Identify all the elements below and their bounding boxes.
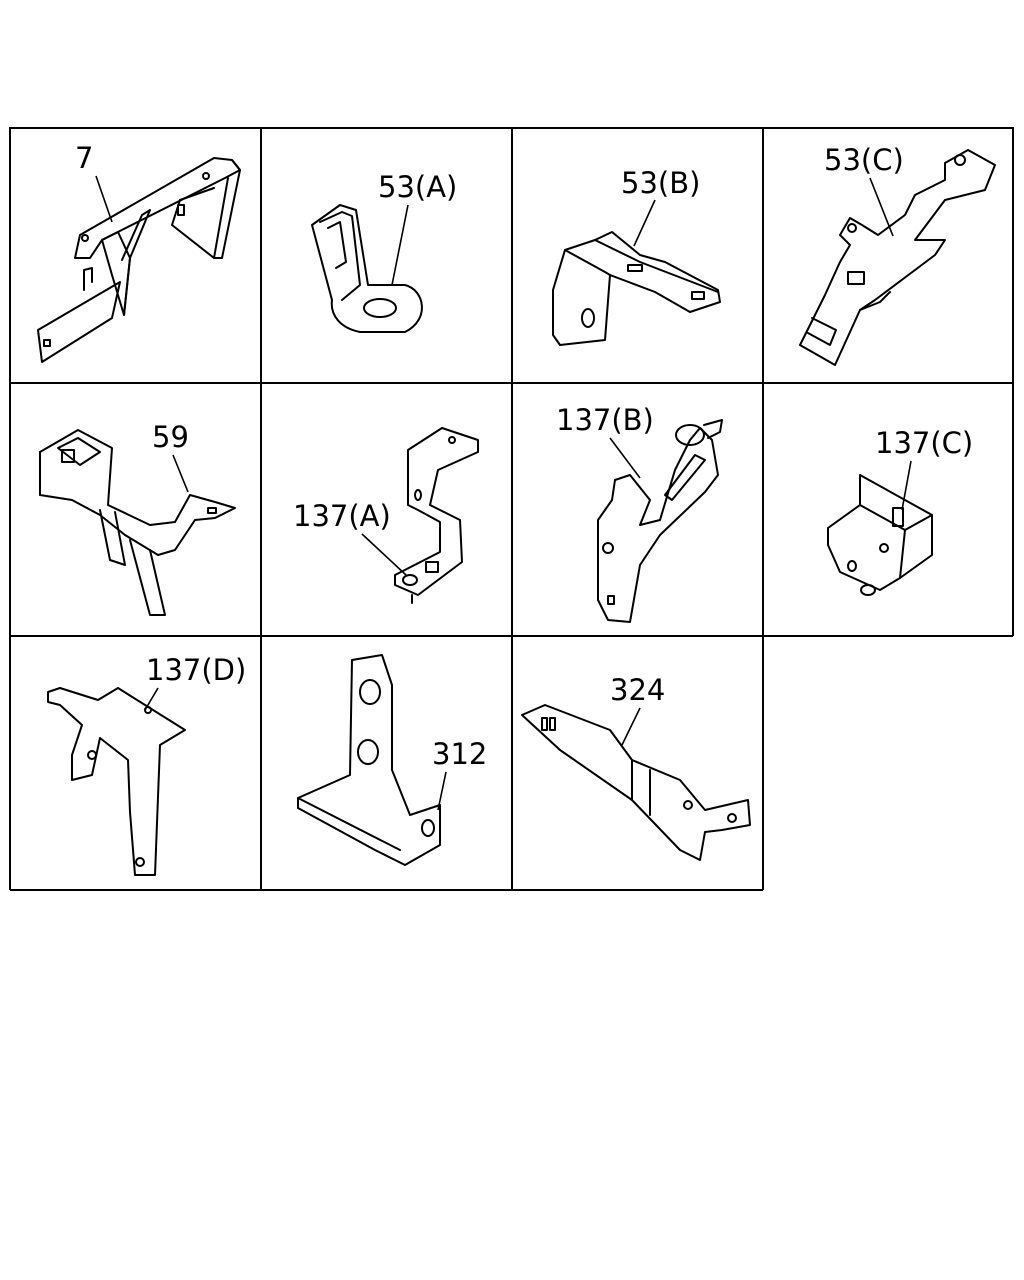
callout-137a: 137(A) [293, 499, 391, 533]
cell-part-53b: 53(B) [552, 166, 721, 346]
bracket-59-drawing [39, 429, 236, 616]
grid-frame [9, 127, 1014, 891]
bracket-137b-drawing [597, 419, 723, 623]
cell-part-324: 324 [521, 673, 751, 861]
cell-part-53a: 53(A) [311, 170, 457, 333]
cell-part-137d: 137(D) [47, 653, 246, 876]
bracket-137c-drawing [827, 474, 933, 596]
callout-53a: 53(A) [378, 170, 457, 204]
callout-137c: 137(C) [875, 426, 973, 460]
bracket-137d-drawing [47, 687, 186, 876]
callout-137b: 137(B) [556, 403, 654, 437]
cell-part-137c: 137(C) [827, 426, 973, 596]
cell-part-53c: 53(C) [799, 143, 996, 366]
callout-137d: 137(D) [146, 653, 246, 687]
bracket-7-drawing [37, 157, 241, 363]
cell-part-137a: 137(A) [293, 427, 479, 604]
bracket-137a-drawing [394, 427, 479, 604]
cell-part-137b: 137(B) [556, 403, 723, 623]
callout-312: 312 [432, 737, 487, 771]
bracket-312-drawing [297, 654, 441, 866]
bracket-53c-drawing [799, 149, 996, 366]
callout-53b: 53(B) [621, 166, 700, 200]
cell-part-59: 59 [39, 420, 236, 616]
callout-7: 7 [75, 141, 93, 175]
bracket-53a-drawing [311, 204, 423, 333]
callout-59: 59 [152, 420, 189, 454]
bracket-324-drawing [521, 704, 751, 861]
callout-53c: 53(C) [824, 143, 904, 177]
cell-part-312: 312 [297, 654, 487, 866]
cell-part-7: 7 [37, 141, 241, 363]
callout-324: 324 [610, 673, 665, 707]
bracket-53b-drawing [552, 231, 721, 346]
